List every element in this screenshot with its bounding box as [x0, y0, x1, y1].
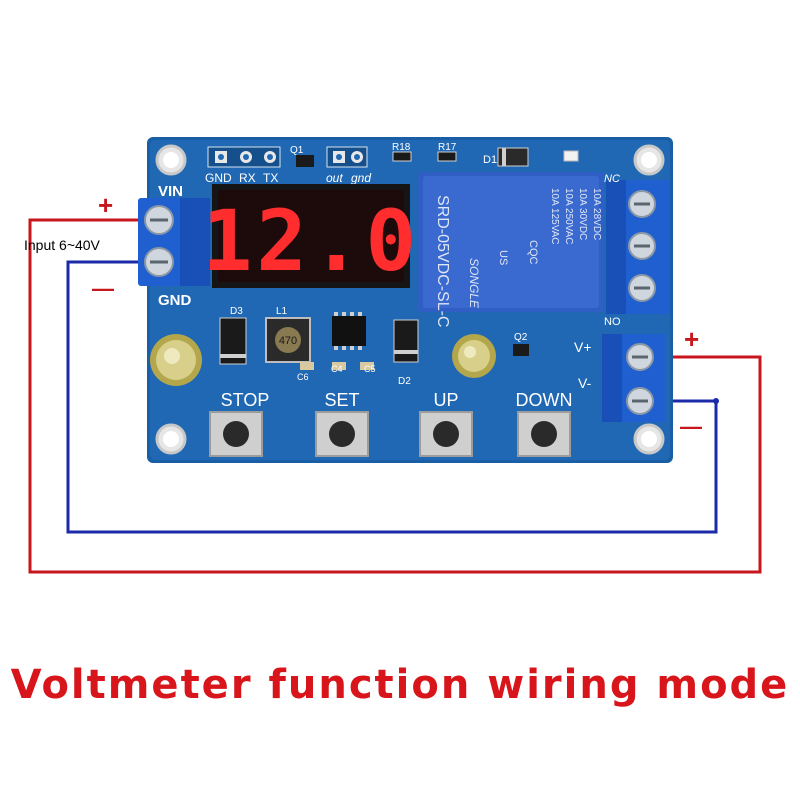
header-tx-label: TX	[263, 171, 278, 185]
seven-segment-display: 12.0	[202, 184, 420, 290]
c4-capacitor	[332, 362, 346, 370]
pcb-board: GND RX TX Q1 out gnd R18 R17 D1 12.0	[138, 137, 673, 463]
q1-transistor	[296, 155, 314, 167]
relay-ul-mark: US	[497, 250, 509, 265]
d1-label: D1	[483, 154, 497, 166]
sense-minus-sign: —	[680, 414, 702, 439]
electrolytic-capacitor-right	[452, 334, 496, 378]
d3-label: D3	[230, 306, 243, 317]
button-stop-label: STOP	[221, 390, 270, 410]
d2-label: D2	[398, 376, 411, 387]
header-rx-label: RX	[239, 171, 256, 185]
diagram-caption: Voltmeter function wiring mode	[10, 662, 790, 708]
d2-diode	[393, 319, 419, 363]
red-wire-left	[28, 218, 762, 574]
relay-rating-4: 10A 28VDC	[591, 188, 602, 240]
l1-label: L1	[276, 306, 288, 317]
input-voltage-label: Input 6~40V	[24, 237, 101, 253]
button-stop[interactable]	[209, 411, 263, 457]
vplus-label: V+	[574, 339, 592, 355]
header-gnd-label: GND	[205, 171, 232, 185]
out-label: out	[326, 171, 343, 185]
relay-brand: SONGLE	[467, 258, 481, 309]
relay-model: SRD-05VDC-SL-C	[434, 195, 451, 327]
output-header	[326, 146, 368, 168]
c5-label: C5	[364, 364, 376, 374]
nc-label: NC	[604, 173, 620, 185]
vminus-label: V-	[578, 375, 592, 391]
uart-header	[207, 146, 281, 168]
inductor-code: 470	[279, 335, 297, 347]
gnd-label: GND	[158, 292, 192, 309]
r18-resistor	[392, 151, 412, 162]
button-up[interactable]	[419, 411, 473, 457]
r17-label: R17	[438, 142, 457, 153]
r18-label: R18	[392, 142, 411, 153]
relay-rating-3: 10A 30VDC	[577, 188, 588, 240]
led	[563, 150, 579, 162]
gnd2-label: gnd	[351, 171, 371, 185]
c5-capacitor	[360, 362, 374, 370]
c4-label: C4	[331, 364, 343, 374]
vin-label: VIN	[158, 183, 183, 200]
button-up-label: UP	[433, 390, 458, 410]
no-label: NO	[604, 316, 621, 328]
q2-label: Q2	[514, 332, 528, 343]
display-reading: 12.0	[202, 192, 420, 290]
button-set[interactable]	[315, 411, 369, 457]
relay-cqc-mark: CQC	[527, 240, 539, 265]
vin-terminal-block	[138, 198, 210, 286]
button-set-label: SET	[324, 390, 359, 410]
c6-capacitor	[300, 362, 314, 370]
r17-resistor	[437, 151, 457, 162]
relay-rating-1: 10A 250VAC	[563, 188, 574, 245]
sense-plus-sign: +	[684, 324, 699, 354]
mounting-holes	[155, 144, 665, 455]
relay-model-text-group: SRD-05VDC-SL-C	[434, 195, 451, 327]
relay	[418, 172, 604, 312]
relay-rating-2: 10A 125VAC	[549, 188, 560, 245]
blue-wire-left	[66, 260, 718, 534]
electrolytic-capacitor-left	[150, 334, 202, 386]
input-minus-sign: —	[92, 276, 114, 301]
voltage-sense-terminal-block	[602, 334, 666, 422]
button-down[interactable]	[517, 411, 571, 457]
q1-label: Q1	[290, 145, 304, 156]
blue-wire-junction	[713, 398, 719, 404]
q2-transistor	[513, 344, 529, 356]
input-plus-sign: +	[98, 190, 113, 220]
relay-terminal-block	[606, 180, 670, 314]
c6-label: C6	[297, 372, 309, 382]
wires	[28, 218, 762, 574]
ic-chip	[332, 316, 366, 346]
button-down-label: DOWN	[516, 390, 573, 410]
